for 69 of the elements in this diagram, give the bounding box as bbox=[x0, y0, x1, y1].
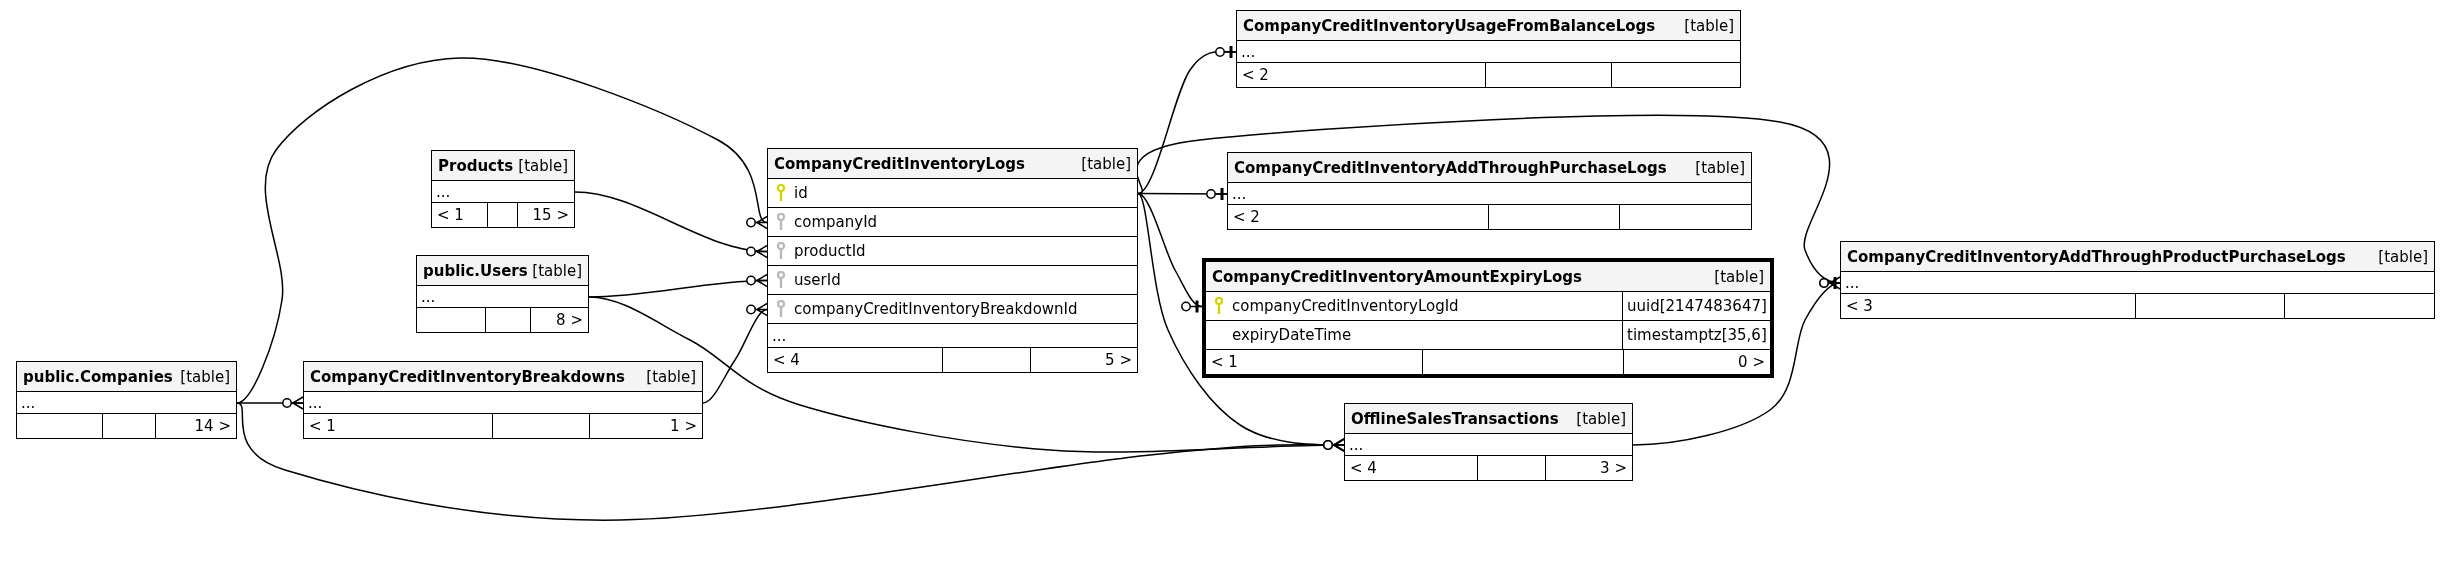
parent-count: < 3 bbox=[1841, 294, 2136, 318]
table-type-label: [table] bbox=[1684, 16, 1734, 35]
more-columns-marker: ... bbox=[308, 393, 323, 412]
relationship-line bbox=[1632, 276, 1842, 446]
child-count: 1 > bbox=[669, 416, 698, 437]
table-box bbox=[767, 148, 1138, 373]
column-name: id bbox=[794, 184, 808, 202]
child-count: 14 > bbox=[193, 416, 232, 437]
table-name: CompanyCreditInventoryBreakdowns bbox=[310, 367, 626, 386]
more-columns-marker: ... bbox=[772, 326, 787, 345]
more-columns-marker: ... bbox=[1349, 435, 1364, 454]
table-name: public.Companies bbox=[23, 367, 173, 386]
more-columns-marker: ... bbox=[1232, 184, 1247, 203]
parent-count: < 1 bbox=[1206, 350, 1423, 374]
child-count: 8 > bbox=[555, 310, 584, 331]
table-type-label: [table] bbox=[1695, 158, 1745, 177]
parent-count: < 2 bbox=[1228, 205, 1489, 229]
parent-count: < 4 bbox=[768, 348, 944, 372]
column-name: productId bbox=[794, 242, 866, 260]
table-type-label: [table] bbox=[518, 156, 568, 175]
more-columns-marker: ... bbox=[1241, 42, 1256, 61]
table-type-label: [table] bbox=[1081, 154, 1131, 173]
column-name: userId bbox=[794, 271, 841, 289]
relationship-line bbox=[1137, 192, 1345, 452]
child-count: 5 > bbox=[1104, 350, 1133, 371]
more-columns-marker: ... bbox=[436, 182, 451, 201]
more-columns-marker: ... bbox=[21, 393, 36, 412]
more-columns-marker: ... bbox=[421, 287, 436, 306]
column-name: companyCreditInventoryBreakdownId bbox=[794, 300, 1078, 318]
table-box bbox=[1236, 10, 1741, 88]
table-box bbox=[1344, 403, 1633, 481]
table-name: CompanyCreditInventoryAddThroughProductPurchaseLogs bbox=[1847, 247, 2346, 266]
table-box bbox=[16, 361, 237, 439]
table-box bbox=[1227, 152, 1752, 230]
child-count: 0 > bbox=[1737, 352, 1766, 373]
table-box bbox=[303, 361, 703, 439]
table-name: public.Users bbox=[423, 261, 528, 280]
relationship-line bbox=[1137, 192, 1204, 314]
table-name: CompanyCreditInventoryAddThroughPurchaseLogs bbox=[1234, 158, 1667, 177]
parent-count: < 1 bbox=[432, 203, 489, 227]
table-name: Products bbox=[438, 156, 514, 175]
child-count: 3 > bbox=[1599, 458, 1628, 479]
child-count: 15 > bbox=[531, 205, 570, 226]
table-box bbox=[416, 255, 589, 333]
relationship-line bbox=[574, 191, 769, 259]
table-type-label: [table] bbox=[1576, 409, 1626, 428]
relationship-line bbox=[1137, 44, 1238, 195]
table-type-label: [table] bbox=[2378, 247, 2428, 266]
table-box bbox=[1840, 241, 2435, 319]
more-columns-marker: ... bbox=[1845, 273, 1860, 292]
table-name: CompanyCreditInventoryLogs bbox=[774, 154, 1025, 173]
table-type-label: [table] bbox=[646, 367, 696, 386]
table-type-label: [table] bbox=[1714, 267, 1764, 286]
column-name: companyId bbox=[794, 213, 878, 231]
relationship-line bbox=[236, 396, 304, 410]
table-box bbox=[431, 150, 575, 228]
table-name: OfflineSalesTransactions bbox=[1351, 409, 1559, 428]
parent-count: < 4 bbox=[1345, 456, 1479, 480]
parent-count: < 2 bbox=[1237, 63, 1486, 87]
column-name: expiryDateTime bbox=[1232, 326, 1352, 344]
table-name: CompanyCreditInventoryAmountExpiryLogs bbox=[1212, 267, 1582, 286]
table-type-label: [table] bbox=[180, 367, 230, 386]
table-name: CompanyCreditInventoryUsageFromBalanceLogs bbox=[1243, 16, 1656, 35]
table-type-label: [table] bbox=[532, 261, 582, 280]
table-box bbox=[1202, 258, 1774, 378]
column-type: uuid[2147483647] bbox=[1627, 297, 1767, 315]
column-type: timestamptz[35,6] bbox=[1627, 326, 1767, 344]
column-name: companyCreditInventoryLogId bbox=[1232, 297, 1459, 315]
parent-count: < 1 bbox=[304, 414, 494, 438]
